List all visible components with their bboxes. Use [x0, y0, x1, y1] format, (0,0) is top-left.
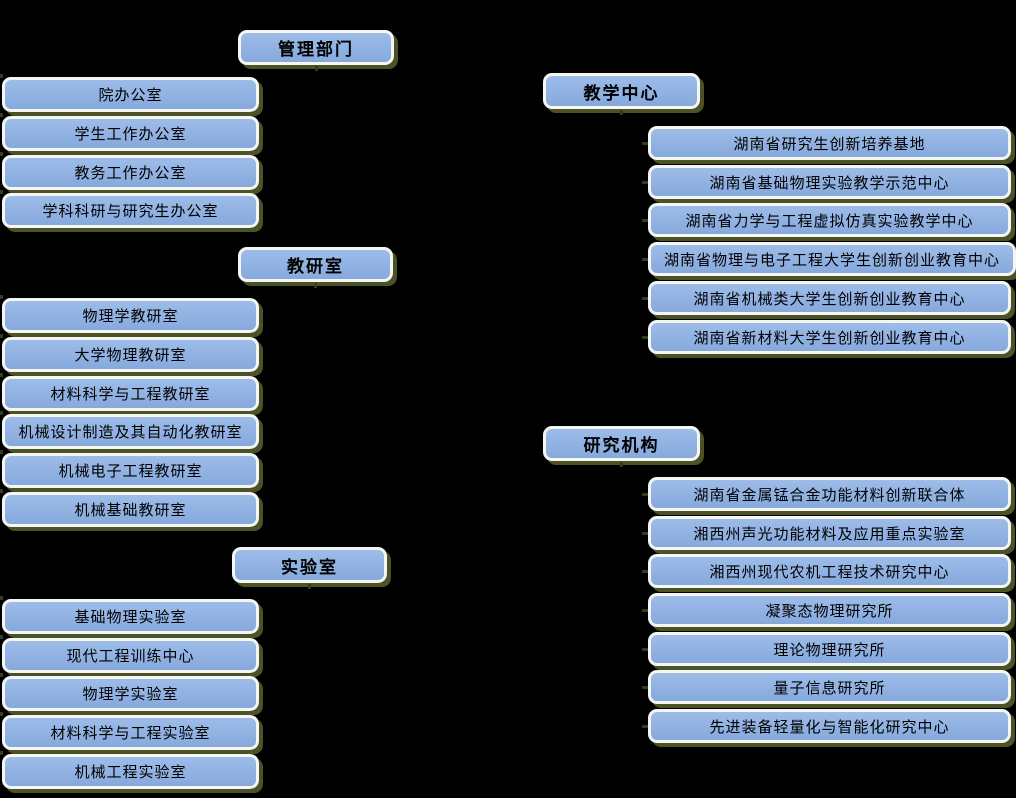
- org-item: 量子信息研究所: [648, 670, 1011, 704]
- connector-tick: [642, 686, 648, 689]
- connector-tick: [642, 258, 648, 261]
- org-item: 机械电子工程教研室: [2, 453, 259, 488]
- org-item: 大学物理教研室: [2, 337, 259, 372]
- org-item: 机械设计制造及其自动化教研室: [2, 414, 259, 449]
- connector-tick: [642, 648, 648, 651]
- org-item: 机械工程实验室: [2, 754, 259, 789]
- org-item: 湘西州现代农机工程技术研究中心: [648, 554, 1011, 588]
- connector-tick: [0, 295, 3, 299]
- section-header-laboratories: 实验室: [232, 547, 387, 583]
- org-item: 材料科学与工程教研室: [2, 376, 259, 411]
- connector-tick: [0, 190, 3, 194]
- org-item: 先进装备轻量化与智能化研究中心: [648, 709, 1011, 743]
- org-item: 学科科研与研究生办公室: [2, 193, 259, 228]
- connector-tick: [314, 283, 317, 288]
- connector-tick: [0, 411, 3, 415]
- org-item: 湖南省力学与工程虚拟仿真实验教学中心: [648, 203, 1011, 237]
- connector-tick: [0, 596, 3, 600]
- section-header-teaching-research-offices: 教研室: [238, 247, 393, 282]
- section-header-teaching-centers: 教学中心: [543, 73, 700, 109]
- connector-tick: [315, 66, 318, 71]
- org-item: 湖南省物理与电子工程大学生创新创业教育中心: [648, 242, 1016, 276]
- connector-tick: [642, 570, 648, 573]
- org-item: 教务工作办公室: [2, 155, 259, 190]
- connector-tick: [0, 334, 3, 338]
- connector-tick: [642, 219, 648, 222]
- org-item: 湖南省金属锰合金功能材料创新联合体: [648, 477, 1011, 511]
- connector-tick: [0, 74, 3, 78]
- connector-tick: [0, 712, 3, 716]
- org-item: 湖南省研究生创新培养基地: [648, 126, 1011, 160]
- connector-tick: [0, 635, 3, 639]
- org-item: 湘西州声光功能材料及应用重点实验室: [648, 516, 1011, 550]
- connector-tick: [642, 142, 648, 145]
- connector-tick: [642, 493, 648, 496]
- connector-tick: [0, 113, 3, 117]
- connector-tick: [620, 110, 623, 115]
- connector-tick: [642, 181, 648, 184]
- connector-tick: [642, 725, 648, 728]
- connector-tick: [642, 532, 648, 535]
- connector-tick: [642, 609, 648, 612]
- org-item: 材料科学与工程实验室: [2, 715, 259, 750]
- connector-tick: [0, 373, 3, 377]
- section-header-research-institutions: 研究机构: [543, 426, 700, 461]
- org-item: 湖南省新材料大学生创新创业教育中心: [648, 320, 1011, 354]
- org-item: 湖南省机械类大学生创新创业教育中心: [648, 281, 1011, 315]
- org-item: 学生工作办公室: [2, 116, 259, 151]
- connector-tick: [620, 462, 623, 467]
- connector-tick: [642, 297, 648, 300]
- connector-tick: [0, 489, 3, 493]
- org-item: 院办公室: [2, 77, 259, 112]
- connector-tick: [0, 152, 3, 156]
- org-item: 凝聚态物理研究所: [648, 593, 1011, 627]
- connector-tick: [0, 751, 3, 755]
- org-item: 基础物理实验室: [2, 599, 259, 634]
- connector-tick: [0, 673, 3, 677]
- org-item: 湖南省基础物理实验教学示范中心: [648, 165, 1011, 199]
- org-item: 物理学实验室: [2, 676, 259, 711]
- section-header-management-departments: 管理部门: [238, 30, 394, 65]
- org-item: 现代工程训练中心: [2, 638, 259, 673]
- connector-tick: [308, 584, 311, 589]
- org-item: 机械基础教研室: [2, 492, 259, 527]
- connector-tick: [0, 450, 3, 454]
- org-item: 物理学教研室: [2, 298, 259, 333]
- org-item: 理论物理研究所: [648, 632, 1011, 666]
- connector-tick: [642, 336, 648, 339]
